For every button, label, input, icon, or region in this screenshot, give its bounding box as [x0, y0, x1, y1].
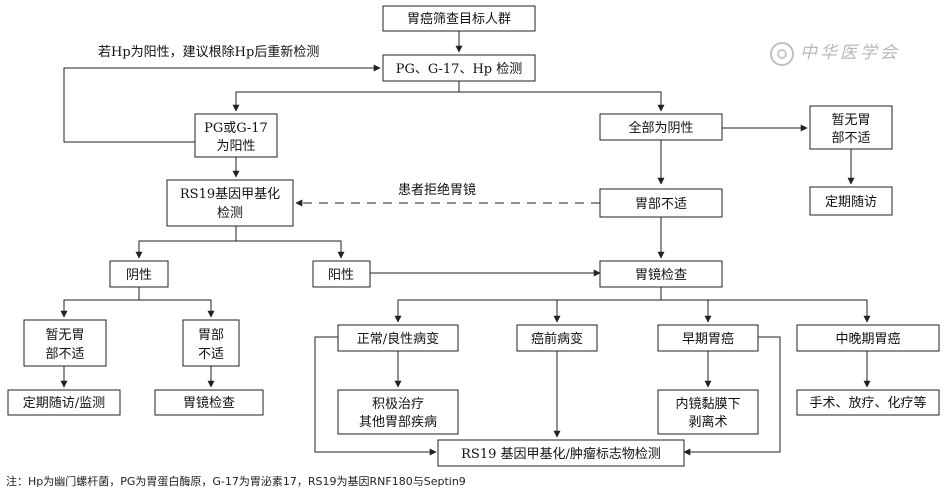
node-advanced-cancer: 中晚期胃癌 — [796, 324, 940, 352]
node-pg-g17-hp-test: PG、G-17、Hp 检测 — [382, 54, 536, 82]
svg-text:中晚期胃癌: 中晚期胃癌 — [835, 331, 900, 347]
node-gastric-discomfort: 胃部不适 — [599, 188, 723, 218]
edge-n11-n18 — [661, 299, 712, 323]
edge-n6-n10 — [236, 240, 345, 259]
edge-n9-branch — [60, 287, 140, 318]
footnote: 注：Hp为幽门螺杆菌，PG为胃蛋白酶原，G-17为胃泌素17，RS19为基因RN… — [6, 475, 466, 488]
svg-text:胃镜检查: 胃镜检查 — [635, 268, 687, 283]
svg-text:内镜黏膜下: 内镜黏膜下 — [675, 396, 740, 412]
node-discomfort-left: 胃部 不适 — [182, 319, 240, 367]
svg-text:RS19 基因甲基化/肿瘤标志物检测: RS19 基因甲基化/肿瘤标志物检测 — [461, 446, 661, 462]
svg-text:部不适: 部不适 — [45, 347, 84, 362]
svg-text:胃部: 胃部 — [198, 328, 224, 343]
node-pg-g17-positive: PG或G-17 为阳性 — [194, 113, 278, 158]
svg-text:暂无胃: 暂无胃 — [831, 113, 870, 128]
edge-label-refuse: 患者拒绝胃镜 — [398, 182, 476, 198]
svg-text:部不适: 部不适 — [831, 131, 870, 146]
node-no-discomfort-left: 暂无胃 部不适 — [23, 319, 107, 367]
svg-text:为阳性: 为阳性 — [216, 139, 255, 154]
svg-text:暂无胃: 暂无胃 — [45, 328, 84, 343]
svg-text:检测: 检测 — [217, 206, 243, 221]
node-surgery-chemo: 手术、放疗、化疗等 — [796, 389, 940, 416]
node-screening-target: 胃癌筛查目标人群 — [382, 5, 536, 32]
node-gastroscopy-left: 胃镜检查 — [154, 389, 264, 416]
svg-text:正常/良性病变: 正常/良性病变 — [357, 331, 439, 347]
edge-n9-n13 — [139, 299, 215, 318]
svg-text:其他胃部疾病: 其他胃部疾病 — [359, 415, 437, 430]
node-active-treatment: 积极治疗 其他胃部疾病 — [337, 389, 459, 435]
edge-n18-n23 — [683, 336, 781, 456]
svg-text:定期随访: 定期随访 — [825, 195, 877, 210]
svg-text:胃镜检查: 胃镜检查 — [183, 396, 235, 411]
node-gastroscopy: 胃镜检查 — [599, 260, 723, 288]
watermark-text: 中华医学会 — [800, 43, 900, 63]
svg-text:PG或G-17: PG或G-17 — [204, 121, 268, 136]
node-rs19-methylation: RS19基因甲基化 检测 — [166, 179, 294, 227]
svg-text:早期胃癌: 早期胃癌 — [682, 331, 734, 347]
node-negative: 阴性 — [109, 260, 169, 288]
svg-text:剥离术: 剥离术 — [688, 414, 727, 430]
svg-text:RS19基因甲基化: RS19基因甲基化 — [180, 187, 280, 202]
svg-text:积极治疗: 积极治疗 — [372, 397, 424, 412]
node-positive: 阳性 — [312, 260, 371, 288]
edge-n6-branch — [135, 226, 237, 259]
svg-text:全部为阴性: 全部为阴性 — [628, 120, 693, 136]
svg-text:阴性: 阴性 — [126, 268, 152, 283]
watermark: 中华医学会 — [770, 38, 900, 66]
svg-text:胃癌筛查目标人群: 胃癌筛查目标人群 — [407, 11, 511, 27]
edge-recheck-loop — [63, 64, 381, 143]
svg-text:不适: 不适 — [198, 347, 224, 362]
edge-n11-branch — [394, 287, 662, 323]
node-precancerous: 癌前病变 — [516, 324, 598, 352]
svg-text:癌前病变: 癌前病变 — [531, 331, 583, 347]
svg-text:定期随访/监测: 定期随访/监测 — [23, 396, 105, 411]
node-regular-followup: 定期随访 — [809, 186, 893, 216]
node-normal-benign: 正常/良性病变 — [337, 324, 459, 352]
node-no-discomfort-top: 暂无胃 部不适 — [809, 105, 893, 150]
svg-text:阳性: 阳性 — [328, 268, 354, 283]
svg-text:胃部不适: 胃部不适 — [635, 197, 687, 212]
svg-text:PG、G-17、Hp 检测: PG、G-17、Hp 检测 — [396, 62, 522, 77]
edge-n2-branch — [232, 81, 460, 112]
node-rs19-tumor-markers: RS19 基因甲基化/肿瘤标志物检测 — [437, 439, 685, 467]
node-followup-monitor: 定期随访/监测 — [7, 389, 121, 416]
node-esd: 内镜黏膜下 剥离术 — [657, 389, 759, 435]
seal-icon — [770, 41, 794, 66]
edge-n2-n4 — [459, 91, 665, 112]
node-early-cancer: 早期胃癌 — [657, 324, 759, 352]
edge-n11-n19 — [708, 299, 871, 323]
node-all-negative: 全部为阴性 — [599, 113, 723, 141]
edge-label-recheck: 若Hp为阳性，建议根除Hp后重新检测 — [98, 44, 319, 60]
edges — [60, 31, 871, 456]
svg-text:手术、放疗、化疗等: 手术、放疗、化疗等 — [809, 395, 926, 411]
edge-n16-n23 — [314, 336, 437, 456]
